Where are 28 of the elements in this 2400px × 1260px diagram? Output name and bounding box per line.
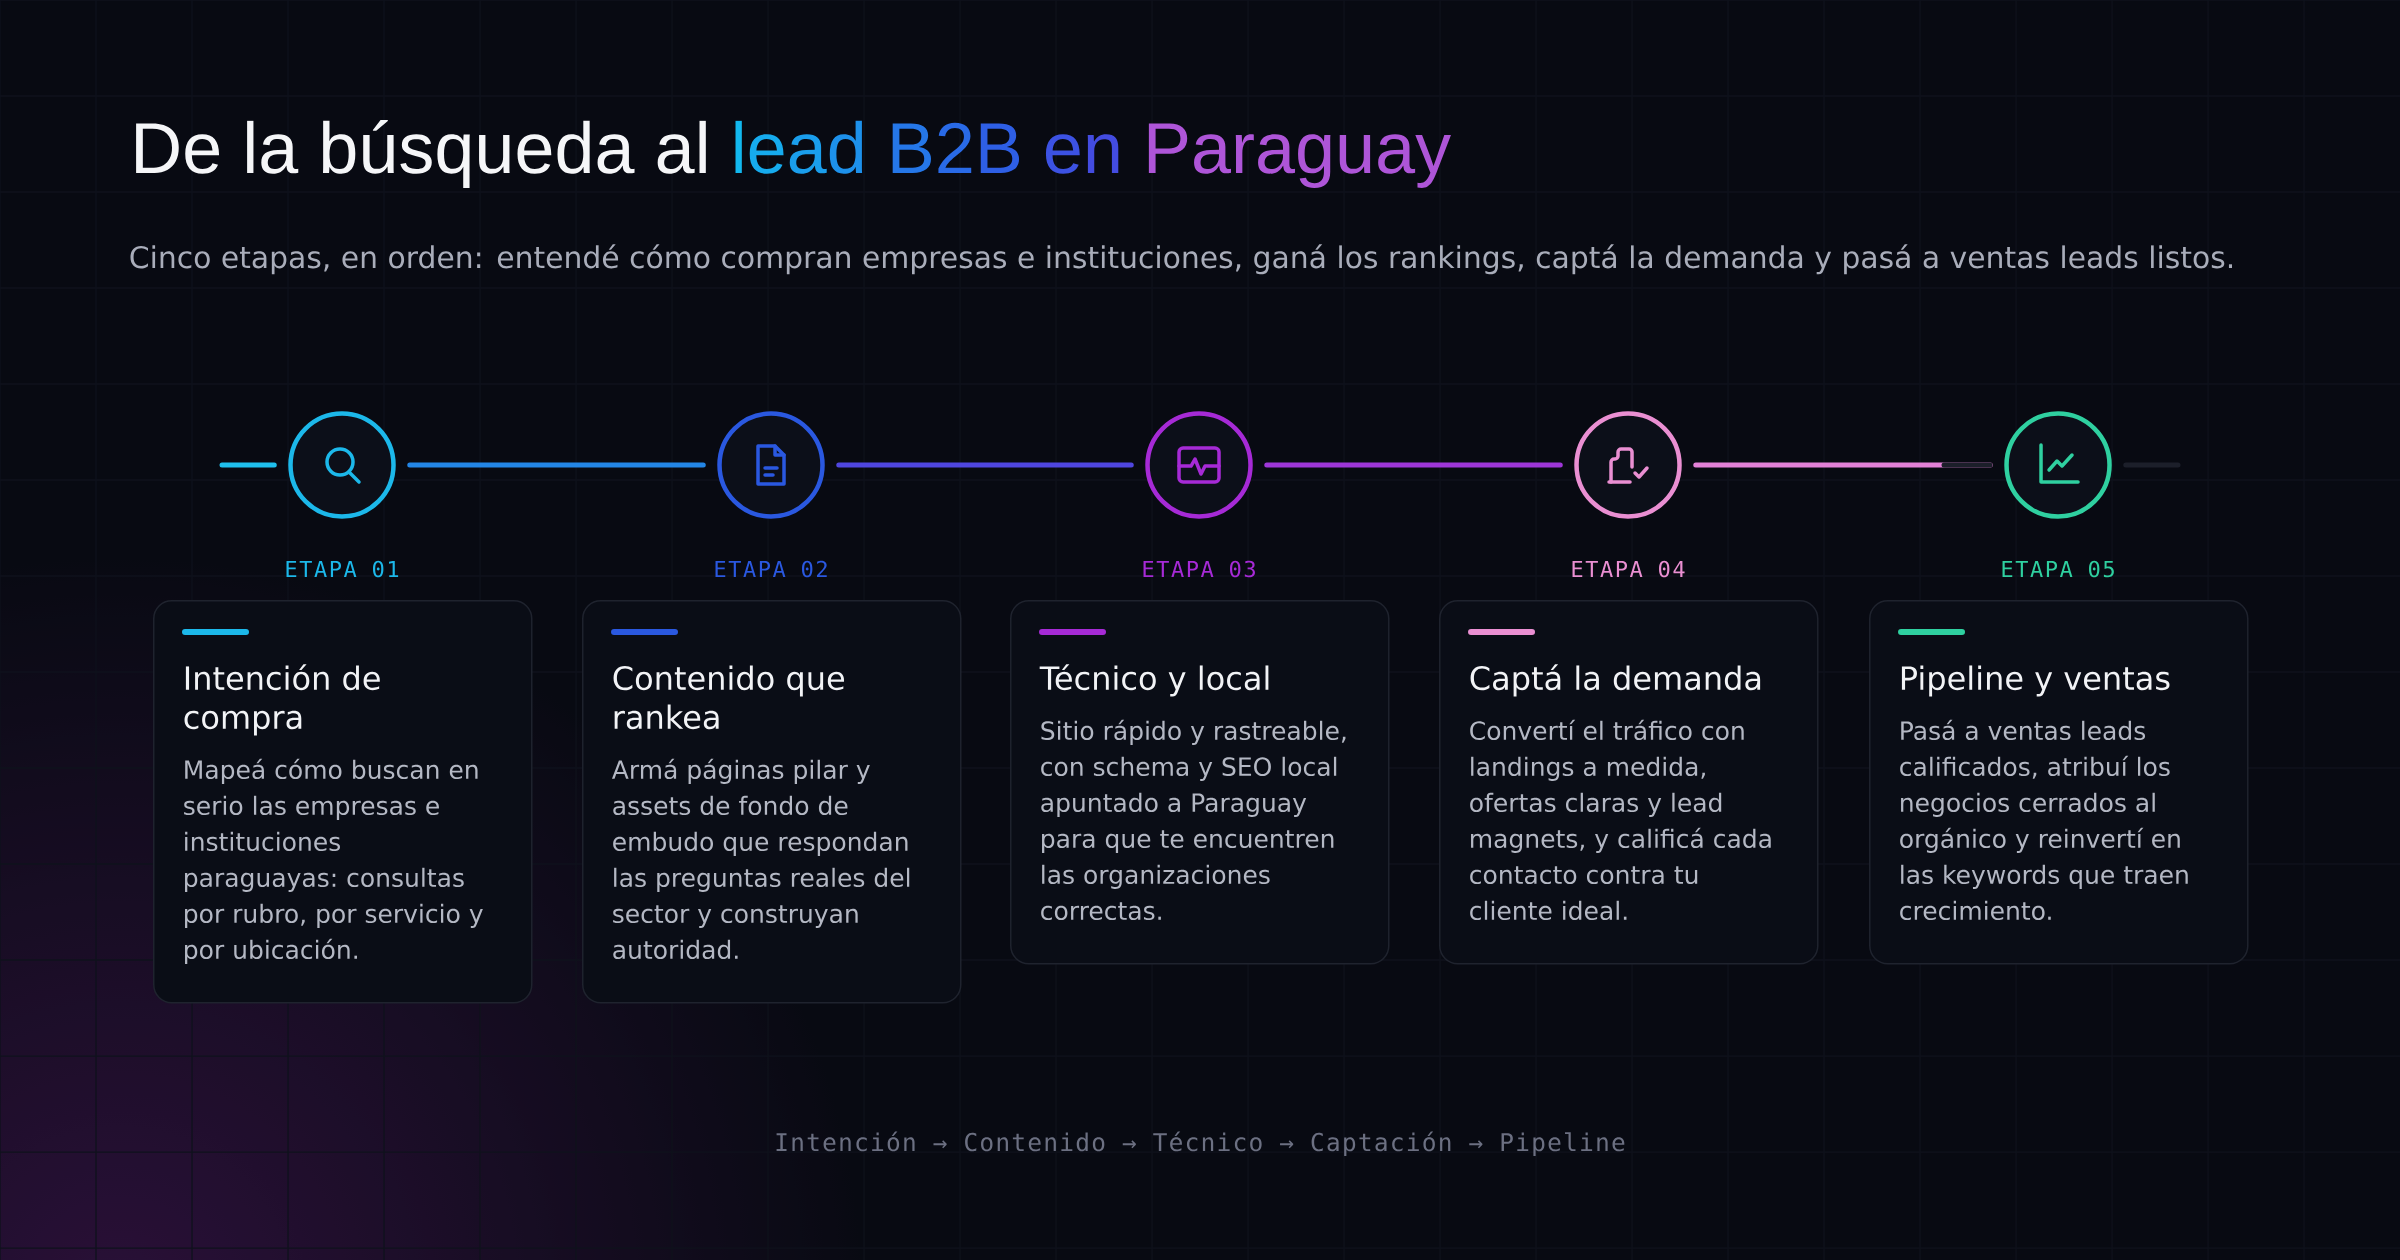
card-text: Armá páginas pilar y assets de fondo de embudo que respondan las preguntas reales del sector y construyan autoridad. bbox=[611, 758, 910, 960]
timeline-line bbox=[407, 462, 706, 468]
step-circle bbox=[1574, 411, 1682, 519]
step-label: ETAPA 01 bbox=[286, 560, 399, 578]
step-label: ETAPA 03 bbox=[1143, 560, 1255, 578]
step-circle bbox=[288, 411, 396, 519]
card-text: Sitio rápido y rastreable, con schema y SEO local apuntado a Paraguay para que te encuentren las organizaciones correctas. bbox=[1041, 719, 1346, 921]
step-circle bbox=[1145, 411, 1253, 519]
card-heading: Contenido que rankea bbox=[613, 665, 844, 730]
subtitle: Cinco etapas, en orden: entendé cómo compran empresas e instituciones, ganá los rankings, captá la demanda y pasá a ventas leads listos. bbox=[130, 244, 2232, 275]
timeline-line bbox=[836, 462, 1134, 468]
step-label: ETAPA 02 bbox=[715, 560, 827, 578]
step-label: ETAPA 04 bbox=[1572, 560, 1685, 578]
card-text: Convertí el tráfico con landings a medida, ofertas claras y lead magnets, y calificá cada contacto contra tu cliente ideal. bbox=[1470, 719, 1771, 921]
card-heading: Intención de compra bbox=[184, 664, 380, 736]
step-label: ETAPA 05 bbox=[2002, 560, 2114, 578]
title: De la búsqueda al lead B2B en Paraguay bbox=[136, 120, 1451, 188]
timeline-line bbox=[219, 462, 277, 468]
step-circle bbox=[717, 411, 825, 519]
footer-text: Intención → Contenido → Técnico → Captación → Pipeline bbox=[776, 1131, 1625, 1157]
card-heading: Captá la demanda bbox=[1470, 664, 1761, 697]
card-heading: Técnico y local bbox=[1039, 664, 1269, 697]
card-heading: Pipeline y ventas bbox=[1901, 665, 2170, 697]
step-circle bbox=[2004, 411, 2112, 519]
timeline-line bbox=[1264, 462, 1563, 468]
card-text: Mapeá cómo buscan en serio las empresas e instituciones paraguayas: consultas por rubro, por servicio y por ubicación. bbox=[184, 758, 483, 964]
card-text: Pasá a ventas leads calificados, atribuí los negocios cerrados al orgánico y reinvertí en las keywords que traen crecimiento. bbox=[1900, 719, 2188, 921]
timeline-line bbox=[2123, 462, 2181, 468]
